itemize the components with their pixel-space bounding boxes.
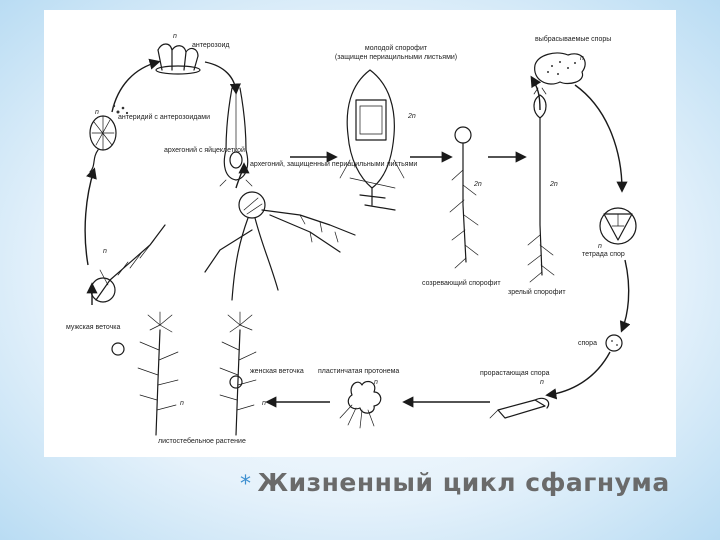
label-leafy-plant: листостебельное растение [158, 437, 246, 445]
label-female-branch: женская веточка [250, 368, 304, 375]
arrow-antherozoid-to-archegonium [204, 61, 241, 95]
label-tetrad: тетрада спор [582, 251, 625, 258]
label-antherozoid: антерозоид [192, 42, 230, 49]
label-archegonium: архегоний с яйцеклеткой [164, 146, 245, 154]
label-maturing-sporophyte: созревающий спорофит [422, 279, 501, 287]
label-spore: спора [578, 340, 597, 347]
title-bullet: * [240, 472, 252, 497]
ejected-spores-illustration [534, 52, 586, 85]
ploidy-protonema: n [374, 379, 378, 386]
male-branch-illustration [90, 224, 166, 303]
label-mature-sporophyte: зрелый спорофит [508, 288, 566, 296]
ploidy-leafy-plant-male: n [180, 400, 184, 407]
arrow-to-archegonium-protected [235, 162, 250, 189]
ploidy-germinating-spore: n [540, 379, 544, 386]
ploidy-antheridium: n [95, 109, 99, 116]
label-plate-protonema: пластинчатая протонема [318, 368, 399, 375]
label-antheridium: антеридий с антерозоидами [118, 113, 210, 121]
leafy-plant-male-illustration [111, 311, 179, 436]
archegonium-illustration [219, 87, 253, 187]
slide-title: *Жизненный цикл сфагнума [240, 468, 700, 502]
arrow-spore-to-germinating [545, 351, 611, 400]
young-sporophyte-illustration [339, 69, 405, 211]
leafy-plant-female-illustration [219, 311, 257, 436]
arrow-tetrad-to-spore [619, 259, 631, 333]
label-archegonium-protected: архегоний, защищенный периацильными лист… [250, 160, 417, 168]
antheridium-illustration [89, 104, 129, 173]
label-young-sporophyte: молодой спорофит [365, 44, 428, 52]
arrow-sporophyte-to-spores [530, 75, 542, 111]
maturing-sporophyte-illustration [449, 126, 479, 269]
slide-title-text: Жизненный цикл сфагнума [257, 468, 670, 497]
label-germinating-spore: прорастающая спора [480, 370, 550, 377]
arrow-spores-to-tetrad [574, 84, 628, 193]
germinating-spore-illustration [489, 397, 550, 419]
ploidy-maturing-sporophyte: 2n [473, 181, 482, 188]
antherozoid-illustration [155, 43, 201, 75]
ploidy-leafy-plant-female: n [262, 400, 266, 407]
ploidy-ejected-spores: n [580, 55, 584, 62]
archegonium-protected-illustration [204, 191, 356, 301]
mature-sporophyte-illustration [527, 87, 555, 283]
arrow-male-to-antheridium [84, 167, 97, 266]
arrow-antheridium-to-antherozoid [111, 58, 161, 113]
label-ejected-spores: выбрасываемые споры [535, 35, 611, 43]
ploidy-young-sporophyte: 2n [407, 113, 416, 120]
tetrad-illustration [599, 207, 637, 245]
ploidy-mature-sporophyte: 2n [549, 181, 558, 188]
label-young-sporophyte-note: (защищен периацильными листьями) [335, 54, 457, 61]
ploidy-male-branch: n [103, 248, 107, 255]
ploidy-antherozoid: n [173, 33, 177, 40]
spore-illustration [605, 334, 623, 352]
plate-protonema-illustration [339, 380, 382, 429]
label-male-branch: мужская веточка [66, 324, 121, 331]
ploidy-tetrad: n [598, 243, 602, 250]
